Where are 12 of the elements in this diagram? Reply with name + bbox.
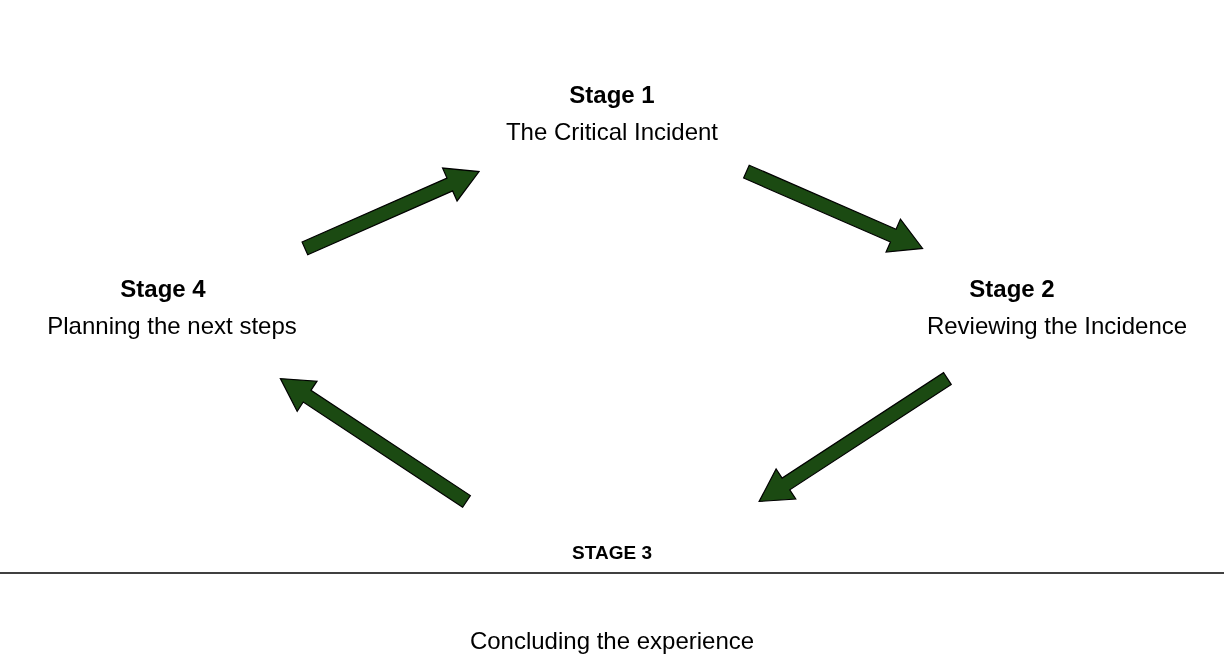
stage-heading: Stage 2 [968, 274, 1056, 304]
stage-description: Reviewing the Incidence [926, 311, 1188, 341]
arrow [758, 371, 953, 503]
stage-description: The Critical Incident [505, 117, 719, 147]
stage-heading: Stage 4 [119, 274, 207, 304]
stage-description: Concluding the experience [469, 626, 755, 656]
arrow [742, 164, 924, 253]
stage-heading: STAGE 3 [571, 541, 653, 565]
arrow [301, 167, 481, 256]
arrow [279, 377, 472, 509]
stage-description: Planning the next steps [47, 311, 297, 341]
stage-heading: Stage 1 [568, 80, 656, 110]
